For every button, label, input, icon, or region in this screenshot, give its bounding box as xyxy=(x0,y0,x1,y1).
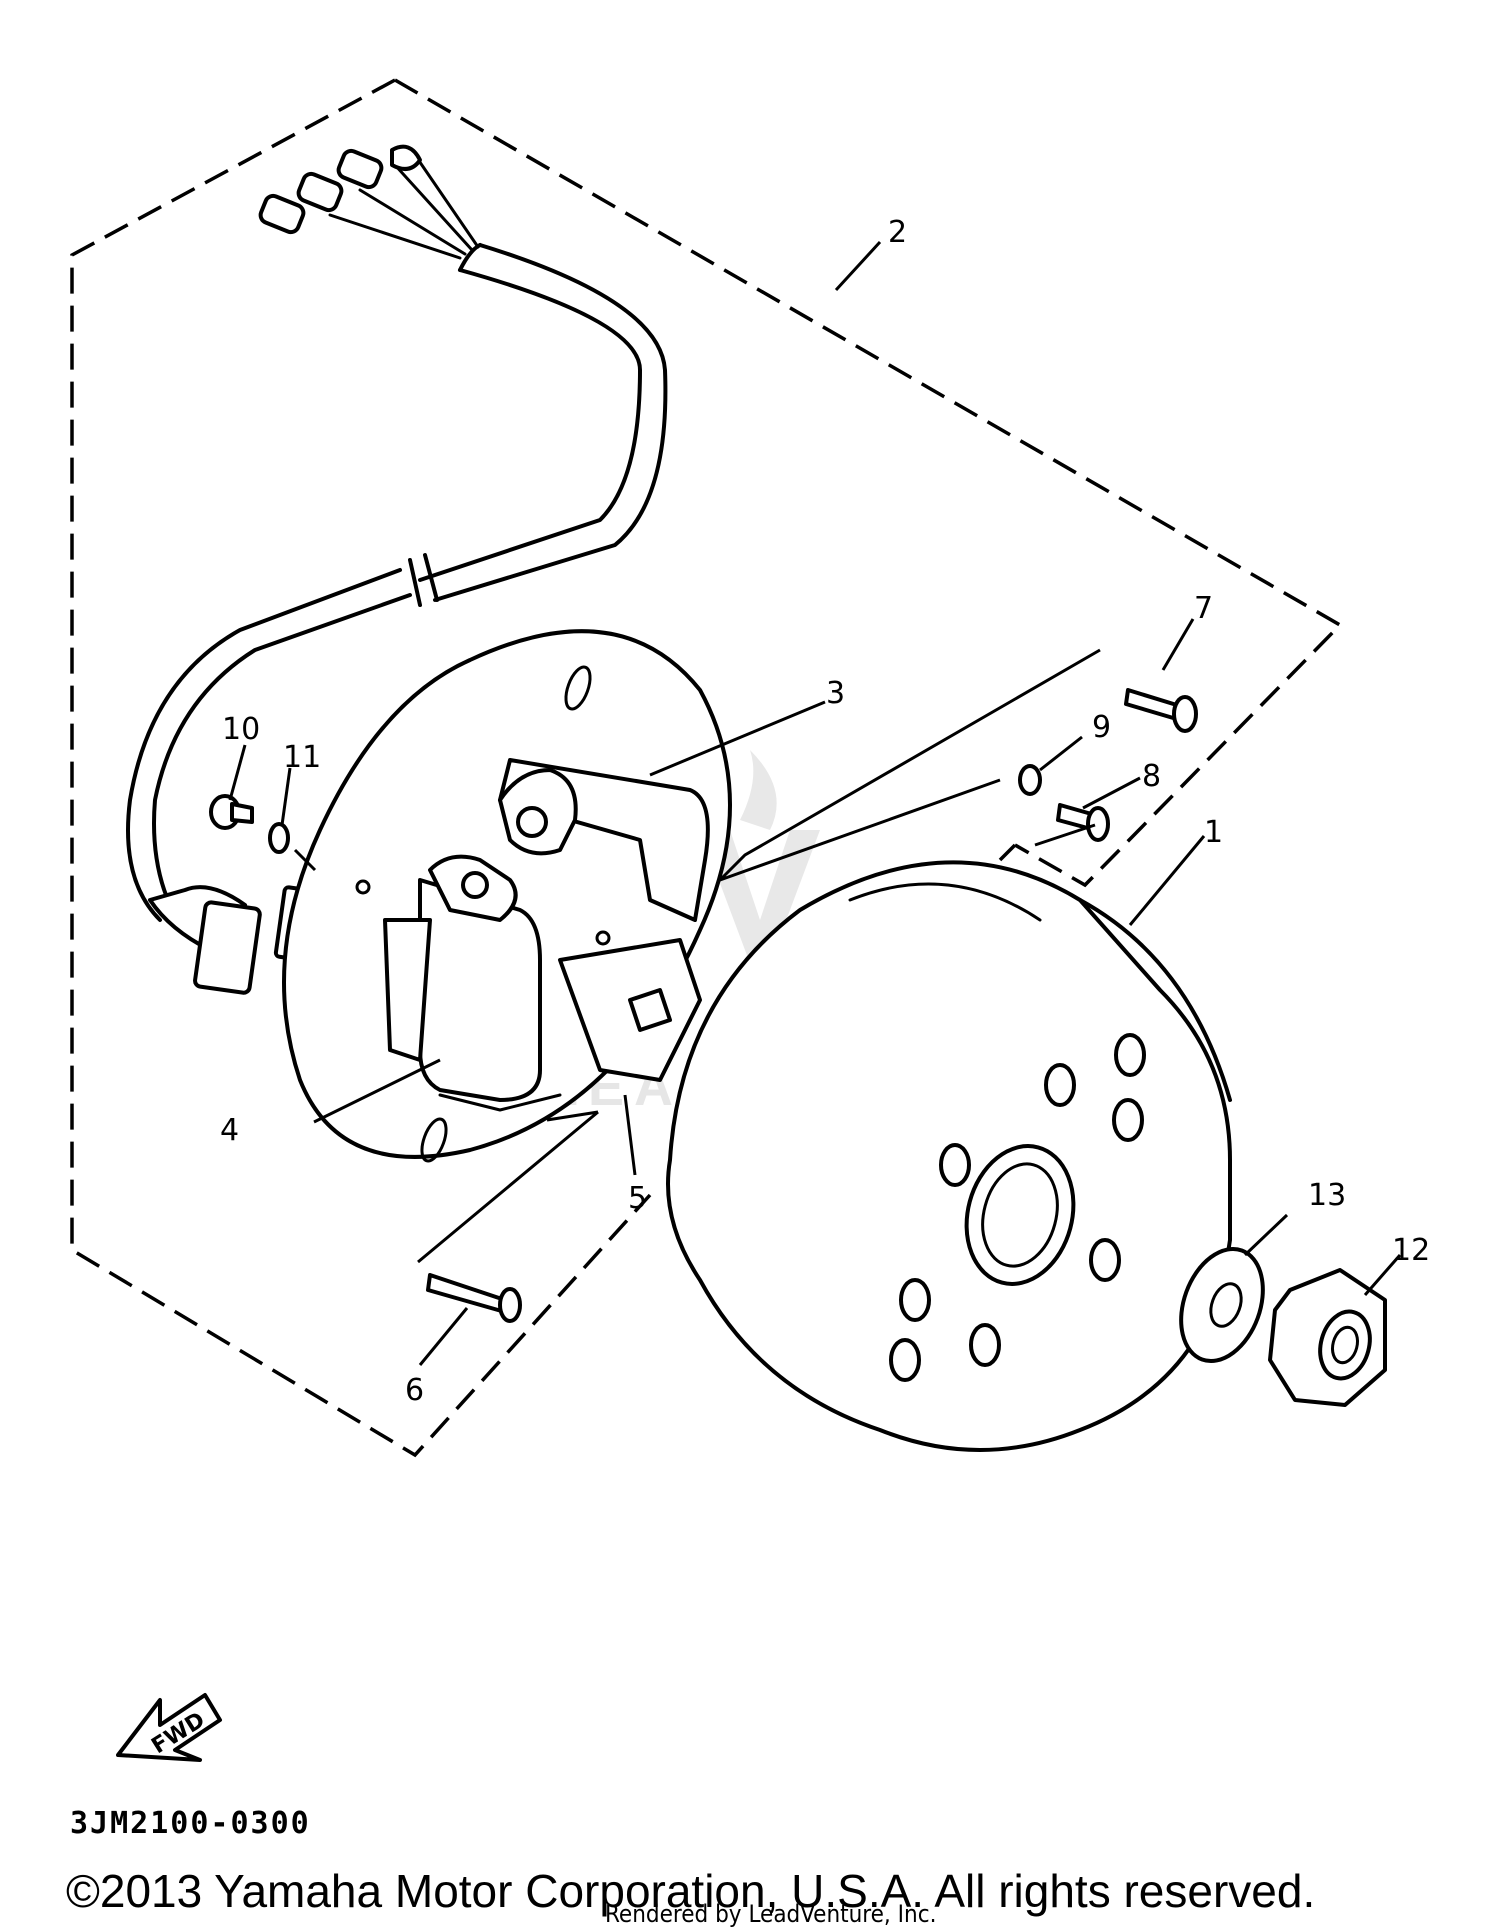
pulser-coil-4 xyxy=(383,854,562,1112)
callout-6: 6 xyxy=(405,1373,424,1408)
callout-10: 10 xyxy=(222,712,260,747)
screw-6 xyxy=(426,1273,522,1323)
washer-11 xyxy=(268,822,290,854)
wire-harness xyxy=(126,144,668,995)
callout-8: 8 xyxy=(1142,759,1161,794)
part-code: 3JM2100-0300 xyxy=(70,1806,311,1841)
fwd-arrow-icon: FWD xyxy=(116,1693,222,1762)
callouts: 1 2 3 4 5 6 7 8 9 10 11 12 13 xyxy=(220,215,1430,1408)
screw-10 xyxy=(209,794,254,830)
rendered-by-note: Rendered by LeadVenture, Inc. xyxy=(605,1900,936,1927)
stator-assembly-outline xyxy=(70,78,1343,1458)
washer-9 xyxy=(1018,764,1042,796)
callout-7: 7 xyxy=(1194,591,1213,626)
callout-11: 11 xyxy=(283,740,321,775)
screw-7 xyxy=(1124,688,1198,733)
callout-2: 2 xyxy=(888,215,907,250)
screw-8 xyxy=(1056,803,1110,842)
washer-13 xyxy=(1179,1246,1265,1364)
copyright-notice: ©2013 Yamaha Motor Corporation, U.S.A. A… xyxy=(66,1865,1315,1917)
charge-coil-3 xyxy=(498,758,710,922)
callout-4: 4 xyxy=(220,1113,239,1148)
flywheel-rotor-1 xyxy=(666,860,1232,1452)
callout-9: 9 xyxy=(1092,710,1111,745)
leader-lines xyxy=(228,240,1402,1366)
callout-1: 1 xyxy=(1204,815,1223,850)
outline-extension xyxy=(998,843,1017,862)
callout-12: 12 xyxy=(1392,1233,1430,1268)
nut-12 xyxy=(1268,1268,1387,1407)
callout-13: 13 xyxy=(1308,1178,1346,1213)
callout-3: 3 xyxy=(826,676,845,711)
coil-base xyxy=(558,938,702,1082)
callout-5: 5 xyxy=(628,1181,647,1216)
